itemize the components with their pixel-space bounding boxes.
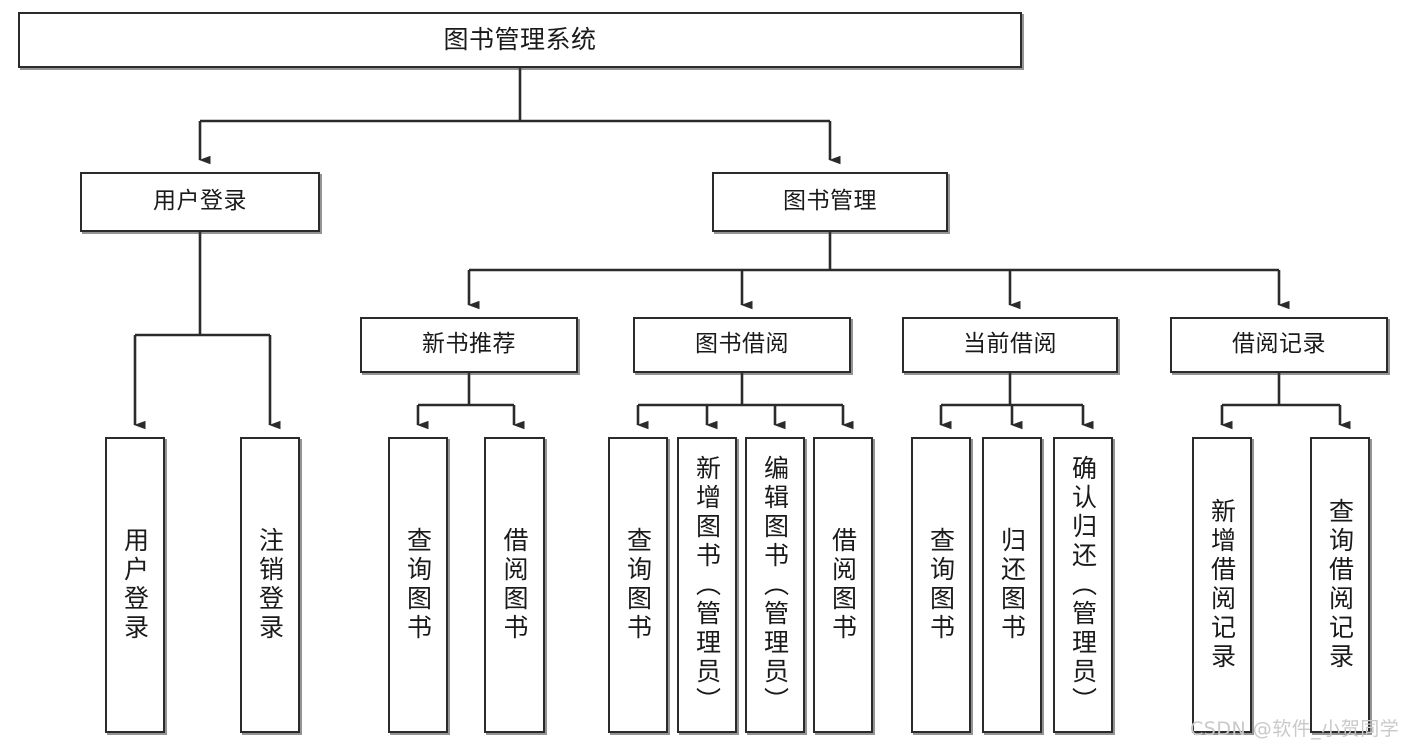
node-book-borrow-label: 图书借阅 xyxy=(695,331,789,358)
node-leaf-query-book-2[interactable]: 查询图书 xyxy=(608,437,668,733)
node-root[interactable]: 图书管理系统 xyxy=(18,12,1022,68)
node-book-manage[interactable]: 图书管理 xyxy=(712,172,948,232)
node-leaf-query-record-label: 查询借阅记录 xyxy=(1325,498,1355,672)
node-leaf-borrow-book-2[interactable]: 借阅图书 xyxy=(813,437,873,733)
node-book-manage-label: 图书管理 xyxy=(783,188,877,215)
node-leaf-query-book-1[interactable]: 查询图书 xyxy=(388,437,448,733)
node-leaf-edit-book-label: 编辑图书（管理员） xyxy=(760,454,790,716)
node-leaf-return-book-label: 归还图书 xyxy=(997,527,1027,643)
node-root-label: 图书管理系统 xyxy=(443,25,597,54)
node-leaf-edit-book[interactable]: 编辑图书（管理员） xyxy=(745,437,805,733)
node-current-borrow[interactable]: 当前借阅 xyxy=(902,317,1118,373)
node-leaf-borrow-book-1-label: 借阅图书 xyxy=(500,527,529,643)
node-leaf-query-book-1-label: 查询图书 xyxy=(403,527,433,643)
node-book-borrow[interactable]: 图书借阅 xyxy=(633,317,851,373)
node-leaf-query-book-2-label: 查询图书 xyxy=(623,527,653,643)
node-leaf-query-book-3[interactable]: 查询图书 xyxy=(911,437,971,733)
node-leaf-add-record[interactable]: 新增借阅记录 xyxy=(1192,437,1252,733)
node-leaf-confirm-return[interactable]: 确认归还（管理员） xyxy=(1053,437,1113,733)
node-new-book-recommend[interactable]: 新书推荐 xyxy=(360,317,578,373)
node-user-login[interactable]: 用户登录 xyxy=(80,172,320,232)
csdn-watermark: CSDN @软件_小贺同学 xyxy=(1190,718,1400,740)
node-leaf-add-book[interactable]: 新增图书（管理员） xyxy=(677,437,737,733)
node-leaf-query-book-3-label: 查询图书 xyxy=(926,527,956,643)
node-borrow-record-label: 借阅记录 xyxy=(1232,331,1326,358)
node-user-login-label: 用户登录 xyxy=(153,188,247,215)
node-leaf-confirm-return-label: 确认归还（管理员） xyxy=(1068,454,1098,716)
node-leaf-logout-login[interactable]: 注销登录 xyxy=(240,437,300,733)
node-leaf-borrow-book-1[interactable]: 借阅图书 xyxy=(484,437,545,733)
node-leaf-borrow-book-2-label: 借阅图书 xyxy=(828,527,858,643)
node-current-borrow-label: 当前借阅 xyxy=(963,331,1057,358)
node-leaf-add-book-label: 新增图书（管理员） xyxy=(692,454,722,716)
node-leaf-user-login-label: 用户登录 xyxy=(120,527,150,643)
node-leaf-logout-login-label: 注销登录 xyxy=(255,527,285,643)
node-leaf-add-record-label: 新增借阅记录 xyxy=(1207,498,1237,672)
node-borrow-record[interactable]: 借阅记录 xyxy=(1170,317,1388,373)
node-leaf-query-record[interactable]: 查询借阅记录 xyxy=(1310,437,1370,733)
node-leaf-return-book[interactable]: 归还图书 xyxy=(982,437,1042,733)
node-leaf-user-login[interactable]: 用户登录 xyxy=(105,437,165,733)
node-new-book-recommend-label: 新书推荐 xyxy=(422,331,516,358)
